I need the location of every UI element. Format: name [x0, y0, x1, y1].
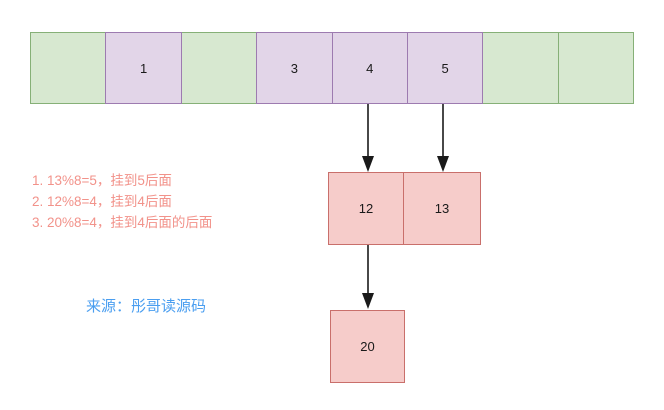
node-12: 12	[328, 172, 404, 245]
arrow-bucket5-to-node13-icon	[433, 104, 453, 179]
array-cell-2	[180, 32, 258, 104]
array-cell-4: 4	[331, 32, 408, 104]
array-cell-4-label: 4	[366, 60, 374, 76]
note-line-3: 3. 20%8=4，挂到4后面的后面	[32, 215, 213, 230]
source-credit: 来源：彤哥读源码	[86, 298, 207, 315]
hash-bucket-array: 1 3 4 5	[30, 32, 634, 104]
array-cell-1-label: 1	[139, 60, 148, 76]
arrow-bucket4-to-node12-icon	[358, 104, 378, 179]
array-cell-6	[482, 32, 559, 104]
node-13-label: 13	[434, 201, 450, 216]
note-line-2: 2. 12%8=4，挂到4后面	[32, 194, 172, 209]
annotation-notes: 1. 13%8=5，挂到5后面 2. 12%8=4，挂到4后面 3. 20%8=…	[32, 170, 312, 233]
node-13: 13	[403, 172, 481, 245]
array-cell-5: 5	[406, 32, 484, 104]
node-12-label: 12	[358, 201, 374, 216]
node-20-label: 20	[360, 339, 375, 354]
note-line-1: 1. 13%8=5，挂到5后面	[32, 173, 172, 188]
array-cell-0	[30, 32, 107, 104]
array-cell-3-label: 3	[290, 60, 298, 76]
array-cell-1: 1	[105, 32, 182, 104]
array-cell-5-label: 5	[441, 60, 449, 76]
array-cell-3: 3	[256, 32, 333, 104]
node-20: 20	[330, 310, 405, 383]
arrow-node12-to-node20-icon	[358, 245, 378, 316]
array-cell-7	[557, 32, 634, 104]
